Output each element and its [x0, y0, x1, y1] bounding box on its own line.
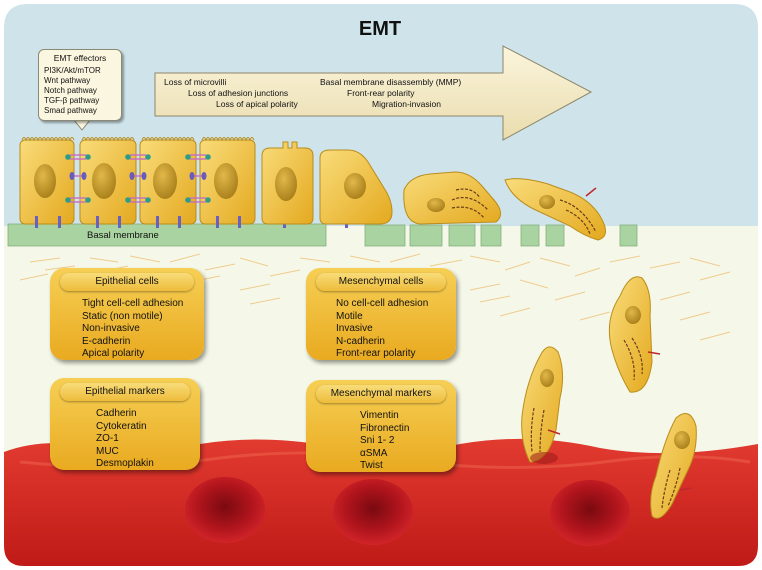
arrow-step: Basal membrane disassembly (MMP)	[320, 77, 462, 87]
box-title: Epithelial cells	[60, 273, 194, 291]
basal-membrane	[7, 223, 638, 247]
diagram-title: EMT	[358, 18, 402, 40]
box-items: Cadherin Cytokeratin ZO-1 MUC Desmoplaki…	[96, 408, 154, 471]
epithelial-cell	[19, 137, 75, 225]
emt-progression-arrow	[154, 45, 593, 141]
box-item: Apical polarity	[82, 348, 145, 360]
mesenchymal-markers-box: Mesenchymal markers Vimentin Fibronectin…	[306, 380, 456, 472]
box-title: Mesenchymal cells	[316, 273, 446, 291]
effectors-heading: EMT effectors	[53, 53, 107, 63]
box-title: Mesenchymal markers	[316, 385, 446, 403]
transitioning-cell	[319, 149, 393, 225]
mesenchymal-cell	[403, 171, 501, 225]
mesenchymal-cell	[504, 178, 606, 241]
box-items: No cell-cell adhesion Motile Invasive N-…	[336, 298, 428, 361]
box-item: αSMA	[360, 447, 388, 459]
effector-item: Notch pathway	[44, 86, 97, 95]
red-blood-cell	[550, 480, 630, 546]
effector-item: PI3K/Akt/mTOR	[44, 66, 101, 75]
arrow-step: Loss of apical polarity	[216, 99, 298, 109]
epithelial-cells-box: Epithelial cells Tight cell-cell adhesio…	[50, 268, 204, 360]
epithelial-cell	[79, 137, 137, 225]
box-item: No cell-cell adhesion	[336, 298, 429, 309]
emt-effectors-callout: EMT effectors PI3K/Akt/mTOR Wnt pathway …	[38, 49, 122, 121]
box-item: Fibronectin	[360, 422, 410, 434]
box-item: E-cadherin	[82, 335, 131, 347]
arrow-step: Front-rear polarity	[347, 88, 415, 98]
intravasated-cell	[650, 413, 697, 519]
box-item: Cytokeratin	[96, 420, 147, 432]
box-item: Cadherin	[96, 408, 137, 419]
red-blood-cell	[185, 477, 265, 543]
box-item: Motile	[336, 310, 363, 322]
box-item: Sni 1- 2	[360, 435, 395, 447]
invasion-site	[530, 452, 558, 464]
epithelial-markers-box: Epithelial markers Cadherin Cytokeratin …	[50, 378, 200, 470]
epithelial-cell	[199, 137, 256, 225]
invading-cell	[608, 276, 661, 393]
box-item: Invasive	[336, 323, 373, 335]
box-item: N-cadherin	[336, 335, 385, 347]
box-item: Tight cell-cell adhesion	[82, 298, 184, 309]
epithelial-cell	[139, 137, 197, 225]
box-item: Static (non motile)	[82, 310, 163, 322]
invading-cell	[521, 346, 564, 463]
box-item: Vimentin	[360, 410, 399, 421]
box-item: Twist	[360, 460, 383, 472]
box-item: Front-rear polarity	[336, 348, 416, 360]
cell-junctions	[65, 154, 211, 203]
box-item: ZO-1	[96, 433, 119, 445]
box-item: Desmoplakin	[96, 458, 154, 470]
effector-item: TGF-β pathway	[44, 96, 100, 105]
effector-item: Smad pathway	[44, 106, 97, 115]
red-blood-cell	[333, 479, 413, 545]
box-items: Tight cell-cell adhesion Static (non mot…	[82, 298, 183, 361]
arrow-step: Migration-invasion	[372, 99, 441, 109]
box-item: Non-invasive	[82, 323, 140, 335]
effector-item: Wnt pathway	[44, 76, 91, 85]
arrow-step: Loss of microvilli	[164, 77, 227, 87]
box-item: MUC	[96, 445, 119, 457]
basal-membrane-label: Basal membrane	[87, 230, 159, 241]
box-title: Epithelial markers	[60, 383, 190, 401]
box-items: Vimentin Fibronectin Sni 1- 2 αSMA Twist	[360, 410, 409, 473]
mesenchymal-cells-box: Mesenchymal cells No cell-cell adhesion …	[306, 268, 456, 360]
arrow-step: Loss of adhesion junctions	[188, 88, 289, 98]
transitioning-cell	[261, 141, 314, 225]
